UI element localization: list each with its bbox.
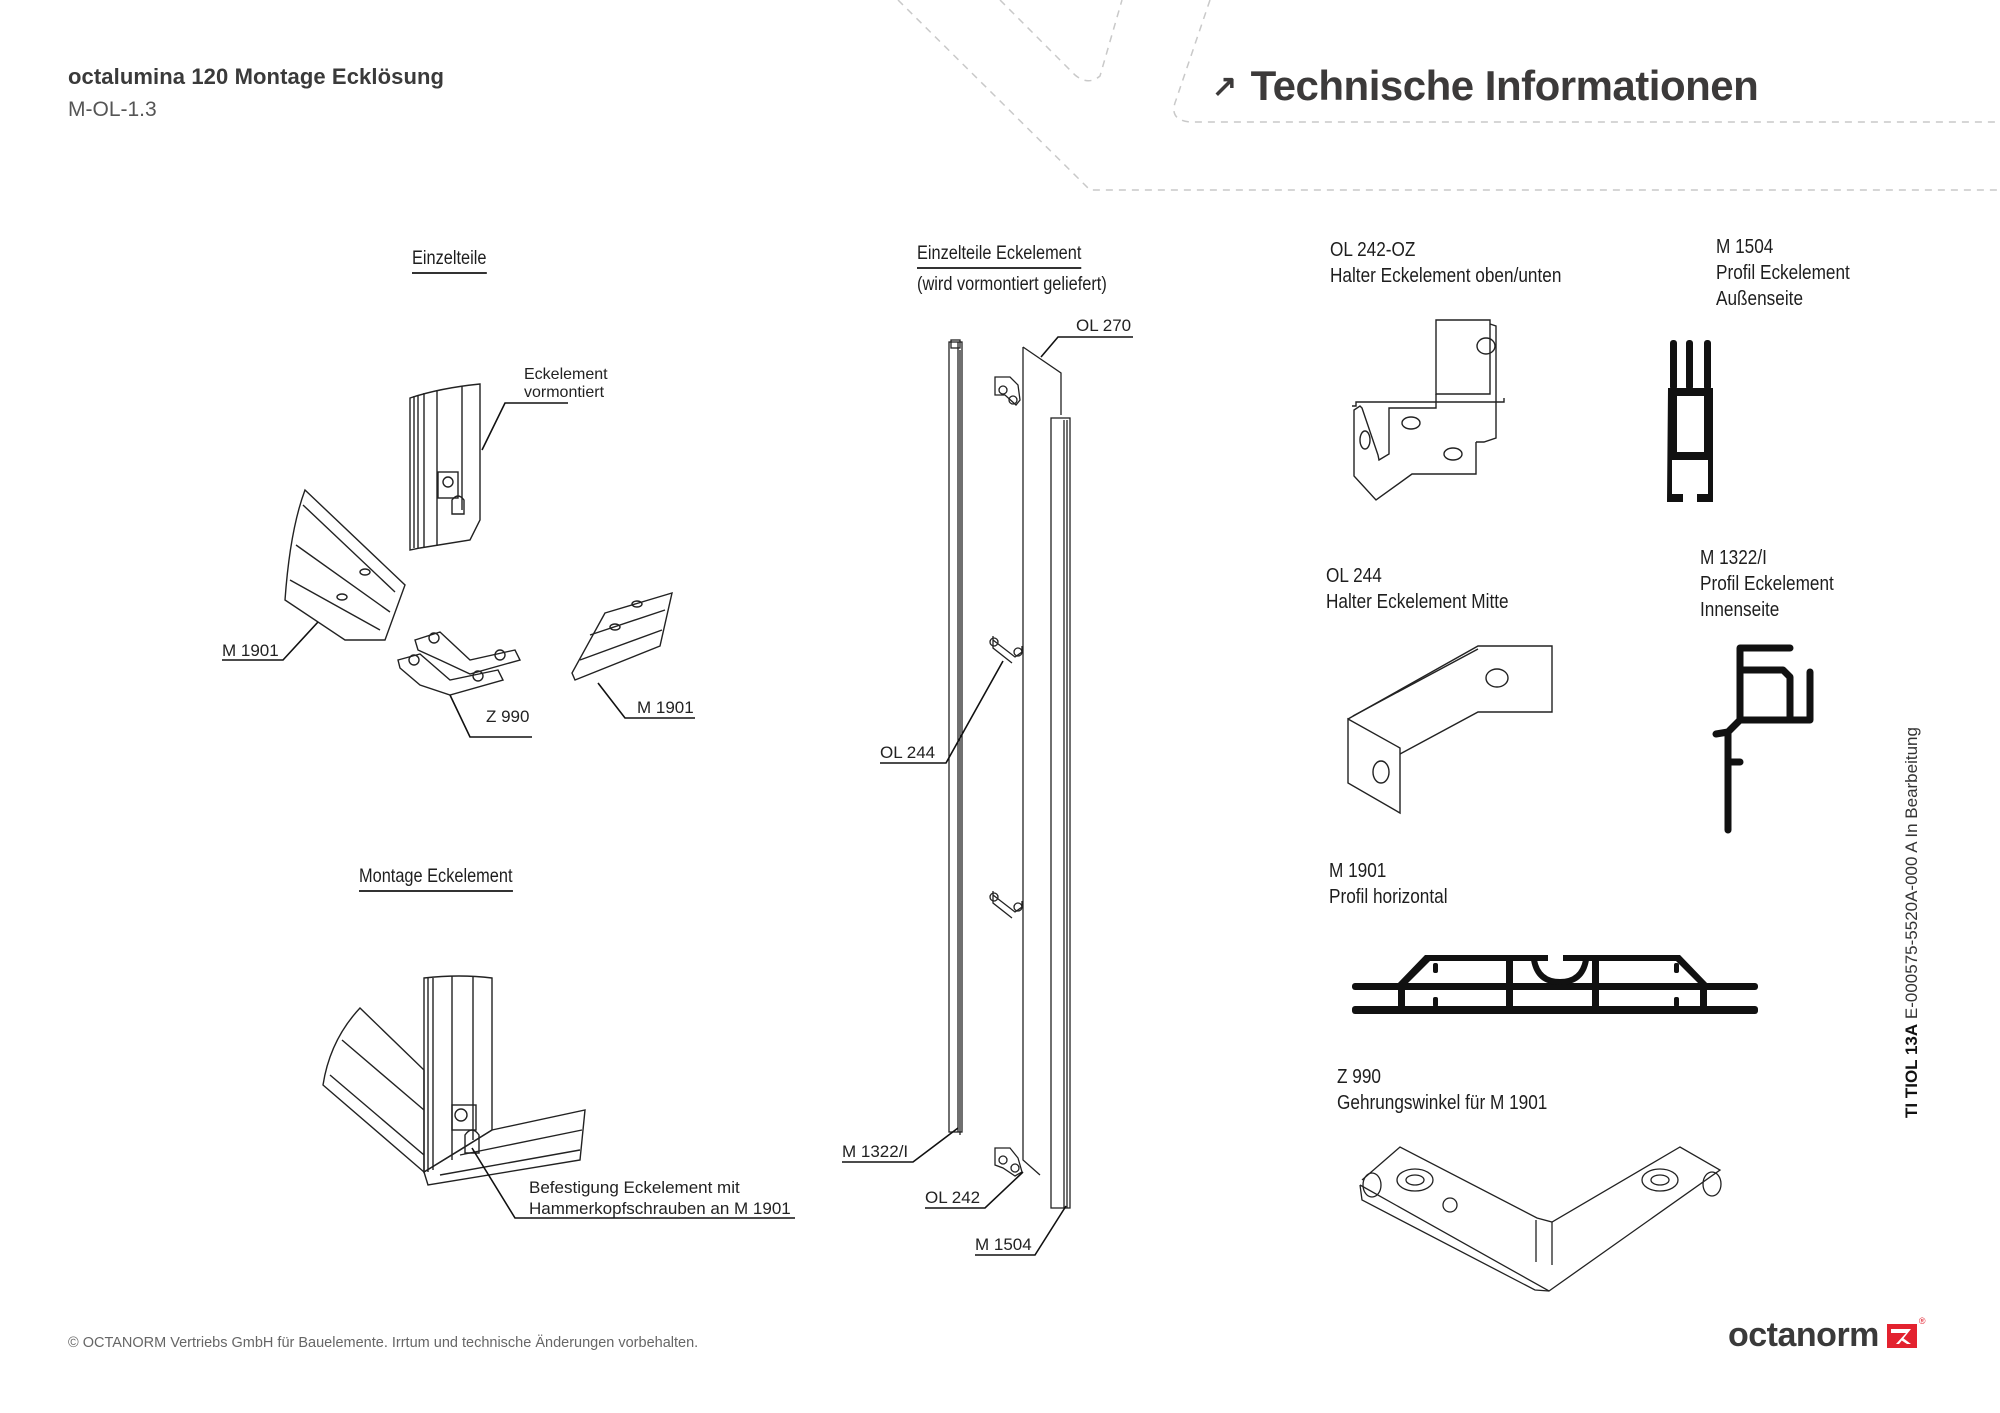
part-code: M 1322/I [1700,547,1767,569]
logo-mark-icon [1886,1323,1917,1348]
part-code: M 1901 [1329,860,1387,882]
m1322-profile-drawing [1712,644,1814,834]
callout-befestigung: Befestigung Eckelement mit Hammerkopfsch… [529,1177,791,1219]
part-m1901: M 1901 Profil horizontal [1329,858,1448,910]
z990-drawing [1359,1146,1722,1292]
part-desc: Profil Eckelement [1700,573,1834,595]
octanorm-logo: octanorm ® [1728,1316,1926,1355]
m1901-groove [1531,959,1589,986]
ol244-drawing [1347,645,1553,815]
eckelement-parts-drawing [948,339,1071,1209]
einzelteile-leader-lines [222,402,695,738]
eckelement-leader-lines [842,336,1133,1256]
part-z990: Z 990 Gehrungswinkel für M 1901 [1337,1064,1547,1116]
document-code: M-OL-1.3 [68,98,157,121]
ol242oz-drawing [1352,319,1505,501]
callout-befestigung-line1: Befestigung Eckelement mit [529,1178,740,1197]
montage-heading: Montage Eckelement [359,866,513,892]
part-desc: Profil Eckelement [1716,262,1850,284]
callout-m1322: M 1322/I [842,1142,909,1161]
callout-ol270: OL 270 [1076,316,1132,335]
document-title: octalumina 120 Montage Ecklösung [68,64,445,89]
callout-ol244: OL 244 [880,743,936,762]
copyright-footer: © OCTANORM Vertriebs GmbH für Bauelement… [68,1335,699,1351]
callout-eckelement-line1: Eckelement [524,366,608,383]
einzelteile-drawing [284,383,673,696]
callout-eckelement-line2: vormontiert [524,384,605,401]
callout-eckelement-vormontiert: Eckelement vormontiert [524,366,608,402]
part-ol244: OL 244 Halter Eckelement Mitte [1326,563,1509,615]
callout-z990: Z 990 [486,707,530,726]
section-heading: ↗ Technische Informationen [1212,62,1759,110]
part-desc-2: Außenseite [1716,288,1804,310]
part-code: OL 242-OZ [1330,239,1416,261]
callout-ol242: OL 242 [925,1188,981,1207]
part-code: OL 244 [1326,565,1382,587]
part-m1504: M 1504 Profil Eckelement Außenseite [1716,234,1850,312]
part-desc: Profil horizontal [1329,886,1448,908]
montage-leader-line [471,1147,795,1219]
part-code: Z 990 [1337,1066,1381,1088]
part-desc: Halter Eckelement oben/unten [1330,265,1562,287]
einzelteile-heading: Einzelteile [412,248,487,274]
callout-befestigung-line2: Hammerkopfschrauben an M 1901 [529,1199,791,1218]
m1901-profile-drawing [1352,955,1758,1014]
callout-m1504: M 1504 [975,1235,1032,1254]
decorative-dashed-frame [897,0,2000,191]
part-code: M 1504 [1716,236,1774,258]
document-id-label: TI TIOL 13A E-000575-5520A-000 A In Bear… [1902,727,1922,1118]
registered-mark: ® [1918,1316,1926,1326]
document-id-bold: TI TIOL 13A [1902,1023,1921,1118]
part-desc-2: Innenseite [1700,599,1780,621]
part-desc: Gehrungswinkel für M 1901 [1337,1092,1548,1114]
m1504-profile-drawing [1667,340,1713,502]
section-heading-text: Technische Informationen [1250,62,1759,109]
part-ol242oz: OL 242-OZ Halter Eckelement oben/unten [1330,237,1561,289]
montage-drawing [322,975,586,1186]
part-m1322: M 1322/I Profil Eckelement Innenseite [1700,545,1834,623]
arrow-up-right-icon: ↗ [1212,69,1237,103]
eckelement-parts-heading: Einzelteile Eckelement [917,243,1082,269]
callout-m1901-left: M 1901 [222,641,279,660]
document-id-rest: E-000575-5520A-000 A In Bearbeitung [1902,727,1921,1020]
callout-m1901-right: M 1901 [637,698,694,717]
logo-wordmark: octanorm [1728,1316,1879,1354]
part-desc: Halter Eckelement Mitte [1326,591,1509,613]
eckelement-parts-subheading: (wird vormontiert geliefert) [917,274,1107,295]
